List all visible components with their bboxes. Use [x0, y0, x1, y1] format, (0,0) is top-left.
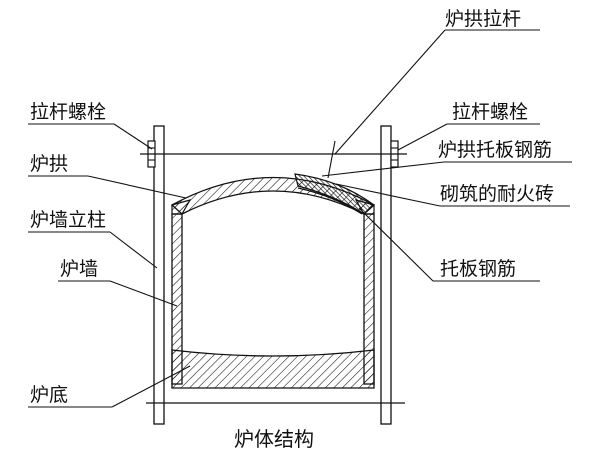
label-masonry-firebrick: 砌筑的耐火砖 — [440, 183, 554, 205]
support-plate — [297, 187, 363, 215]
leader-support-rebar — [358, 207, 434, 282]
leader-arch-support-rebar — [321, 161, 445, 177]
leader-bolt-right — [397, 123, 448, 151]
left-wall-column — [153, 125, 165, 425]
diagram-caption: 炉体结构 — [234, 427, 314, 451]
leader-firebrick — [335, 183, 441, 207]
right-wall-column — [380, 125, 392, 425]
leader-arch-tie-rod — [334, 29, 446, 155]
furnace-bottom — [171, 349, 375, 389]
label-wall: 炉墙 — [60, 258, 98, 280]
leader-arch-tie-rod-down — [327, 140, 336, 179]
label-support-plate-rebar: 托板钢筋 — [440, 258, 516, 280]
label-arch-tie-rod: 炉拱拉杆 — [445, 8, 521, 30]
label-tie-rod-bolt-left: 拉杆螺栓 — [30, 101, 106, 123]
label-arch: 炉拱 — [30, 153, 68, 175]
label-wall-column: 炉墙立柱 — [30, 209, 106, 231]
label-bottom: 炉底 — [30, 384, 68, 406]
label-tie-rod-bolt-right: 拉杆螺栓 — [452, 101, 528, 123]
arch-firebrick-segment — [294, 173, 375, 215]
label-arch-support-rebar: 炉拱托板钢筋 — [438, 139, 552, 161]
